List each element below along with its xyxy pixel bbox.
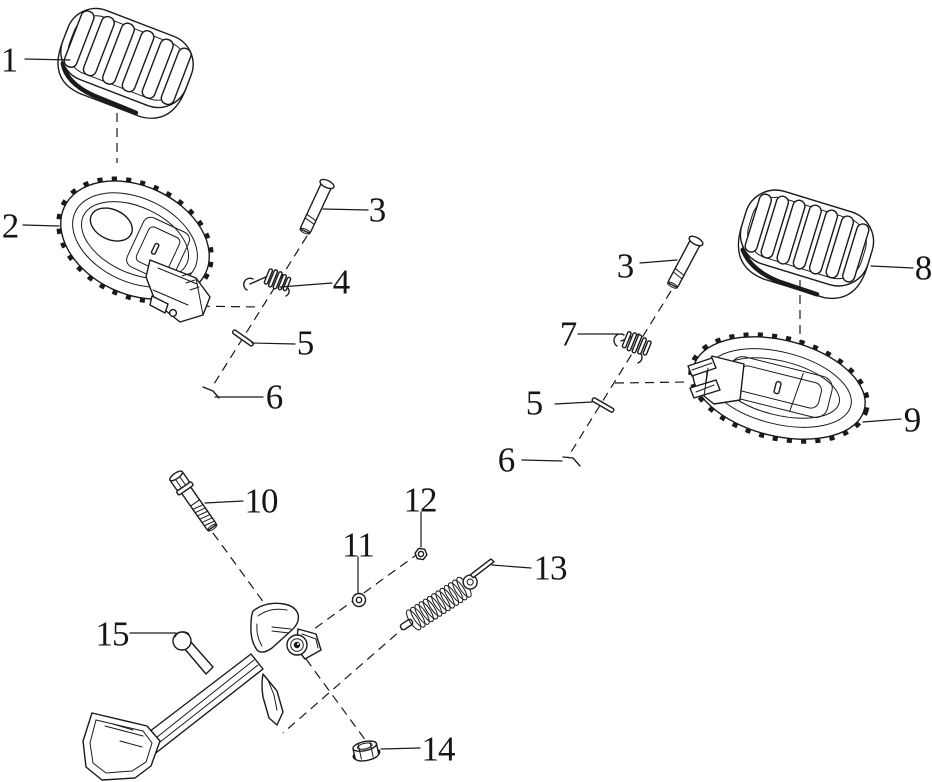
retaining-clip-left-drawing bbox=[243, 268, 292, 297]
assembly-axis-lines bbox=[116, 113, 801, 742]
callout-6-cotter-pin-right: 6 bbox=[497, 440, 515, 480]
footpeg-base-right-drawing bbox=[687, 332, 870, 444]
callout-5-pin-left: 5 bbox=[296, 323, 314, 363]
callout-14-flange-nut: 14 bbox=[421, 729, 456, 769]
callout-3-clevis-pin-right: 3 bbox=[616, 246, 634, 286]
nut-drawing bbox=[414, 547, 428, 561]
callout-2-footpeg-base-left: 2 bbox=[1, 206, 19, 246]
retaining-pin-right-drawing bbox=[591, 397, 615, 413]
pivot-bolt-drawing bbox=[169, 470, 218, 532]
flange-nut-drawing bbox=[352, 740, 381, 762]
cotter-pin-left-drawing bbox=[202, 386, 220, 399]
callout-leader-lines bbox=[22, 58, 914, 750]
washer-drawing bbox=[351, 592, 367, 608]
footpeg-pad-right-drawing bbox=[737, 189, 875, 300]
callout-13-kickstand-spring: 13 bbox=[533, 548, 568, 588]
callout-12-nut: 12 bbox=[403, 480, 438, 520]
callout-1-footpeg-pad-left: 1 bbox=[0, 40, 18, 80]
callout-9-footpeg-base-right: 9 bbox=[903, 400, 921, 440]
callout-8-footpeg-pad-right: 8 bbox=[914, 248, 932, 288]
cotter-pin-right-drawing bbox=[562, 456, 581, 467]
callout-6-cotter-pin-left: 6 bbox=[265, 377, 283, 417]
kickstand-drawing bbox=[82, 602, 322, 781]
callout-15-kickstand: 15 bbox=[95, 614, 130, 654]
callout-5-pin-right: 5 bbox=[525, 383, 543, 423]
callout-11-washer: 11 bbox=[342, 525, 375, 565]
footpeg-base-left-drawing bbox=[56, 176, 214, 323]
clevis-pin-right-drawing bbox=[667, 235, 704, 289]
kickstand-spring-drawing bbox=[399, 558, 495, 631]
callout-7-retaining-clip-right: 7 bbox=[559, 314, 577, 354]
footpeg-pad-left-drawing bbox=[57, 7, 194, 119]
callout-10-pivot-bolt: 10 bbox=[244, 481, 279, 521]
clevis-pin-left-drawing bbox=[299, 178, 335, 235]
callout-4-retaining-clip-left: 4 bbox=[332, 262, 350, 302]
retaining-clip-right-drawing bbox=[613, 331, 652, 364]
retaining-pin-left-drawing bbox=[231, 329, 255, 347]
callout-3-clevis-pin-left: 3 bbox=[368, 190, 386, 230]
